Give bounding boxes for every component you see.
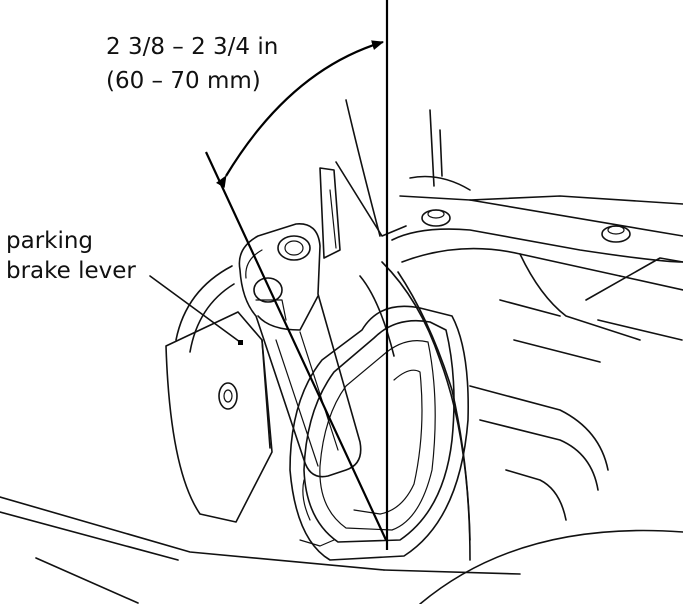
dimension-lines <box>205 0 389 550</box>
callout-label-line2: brake lever <box>6 258 136 284</box>
dimension-label-inches: 2 3/8 – 2 3/4 in <box>106 34 279 60</box>
parking-brake-lever <box>238 223 362 478</box>
dimension-arc <box>216 40 384 189</box>
seat-side-panel <box>165 265 273 523</box>
callout-label-line1: parking <box>6 228 94 254</box>
bolt-right <box>601 225 631 243</box>
dimension-label-mm: (60 – 70 mm) <box>106 68 261 94</box>
bolt-left <box>421 209 451 227</box>
lever-axis-line <box>205 151 387 541</box>
floor-lines <box>0 496 683 604</box>
leader-dot <box>238 340 243 345</box>
center-console <box>289 99 683 561</box>
floor-right <box>399 109 683 521</box>
callout-leader <box>149 275 243 345</box>
